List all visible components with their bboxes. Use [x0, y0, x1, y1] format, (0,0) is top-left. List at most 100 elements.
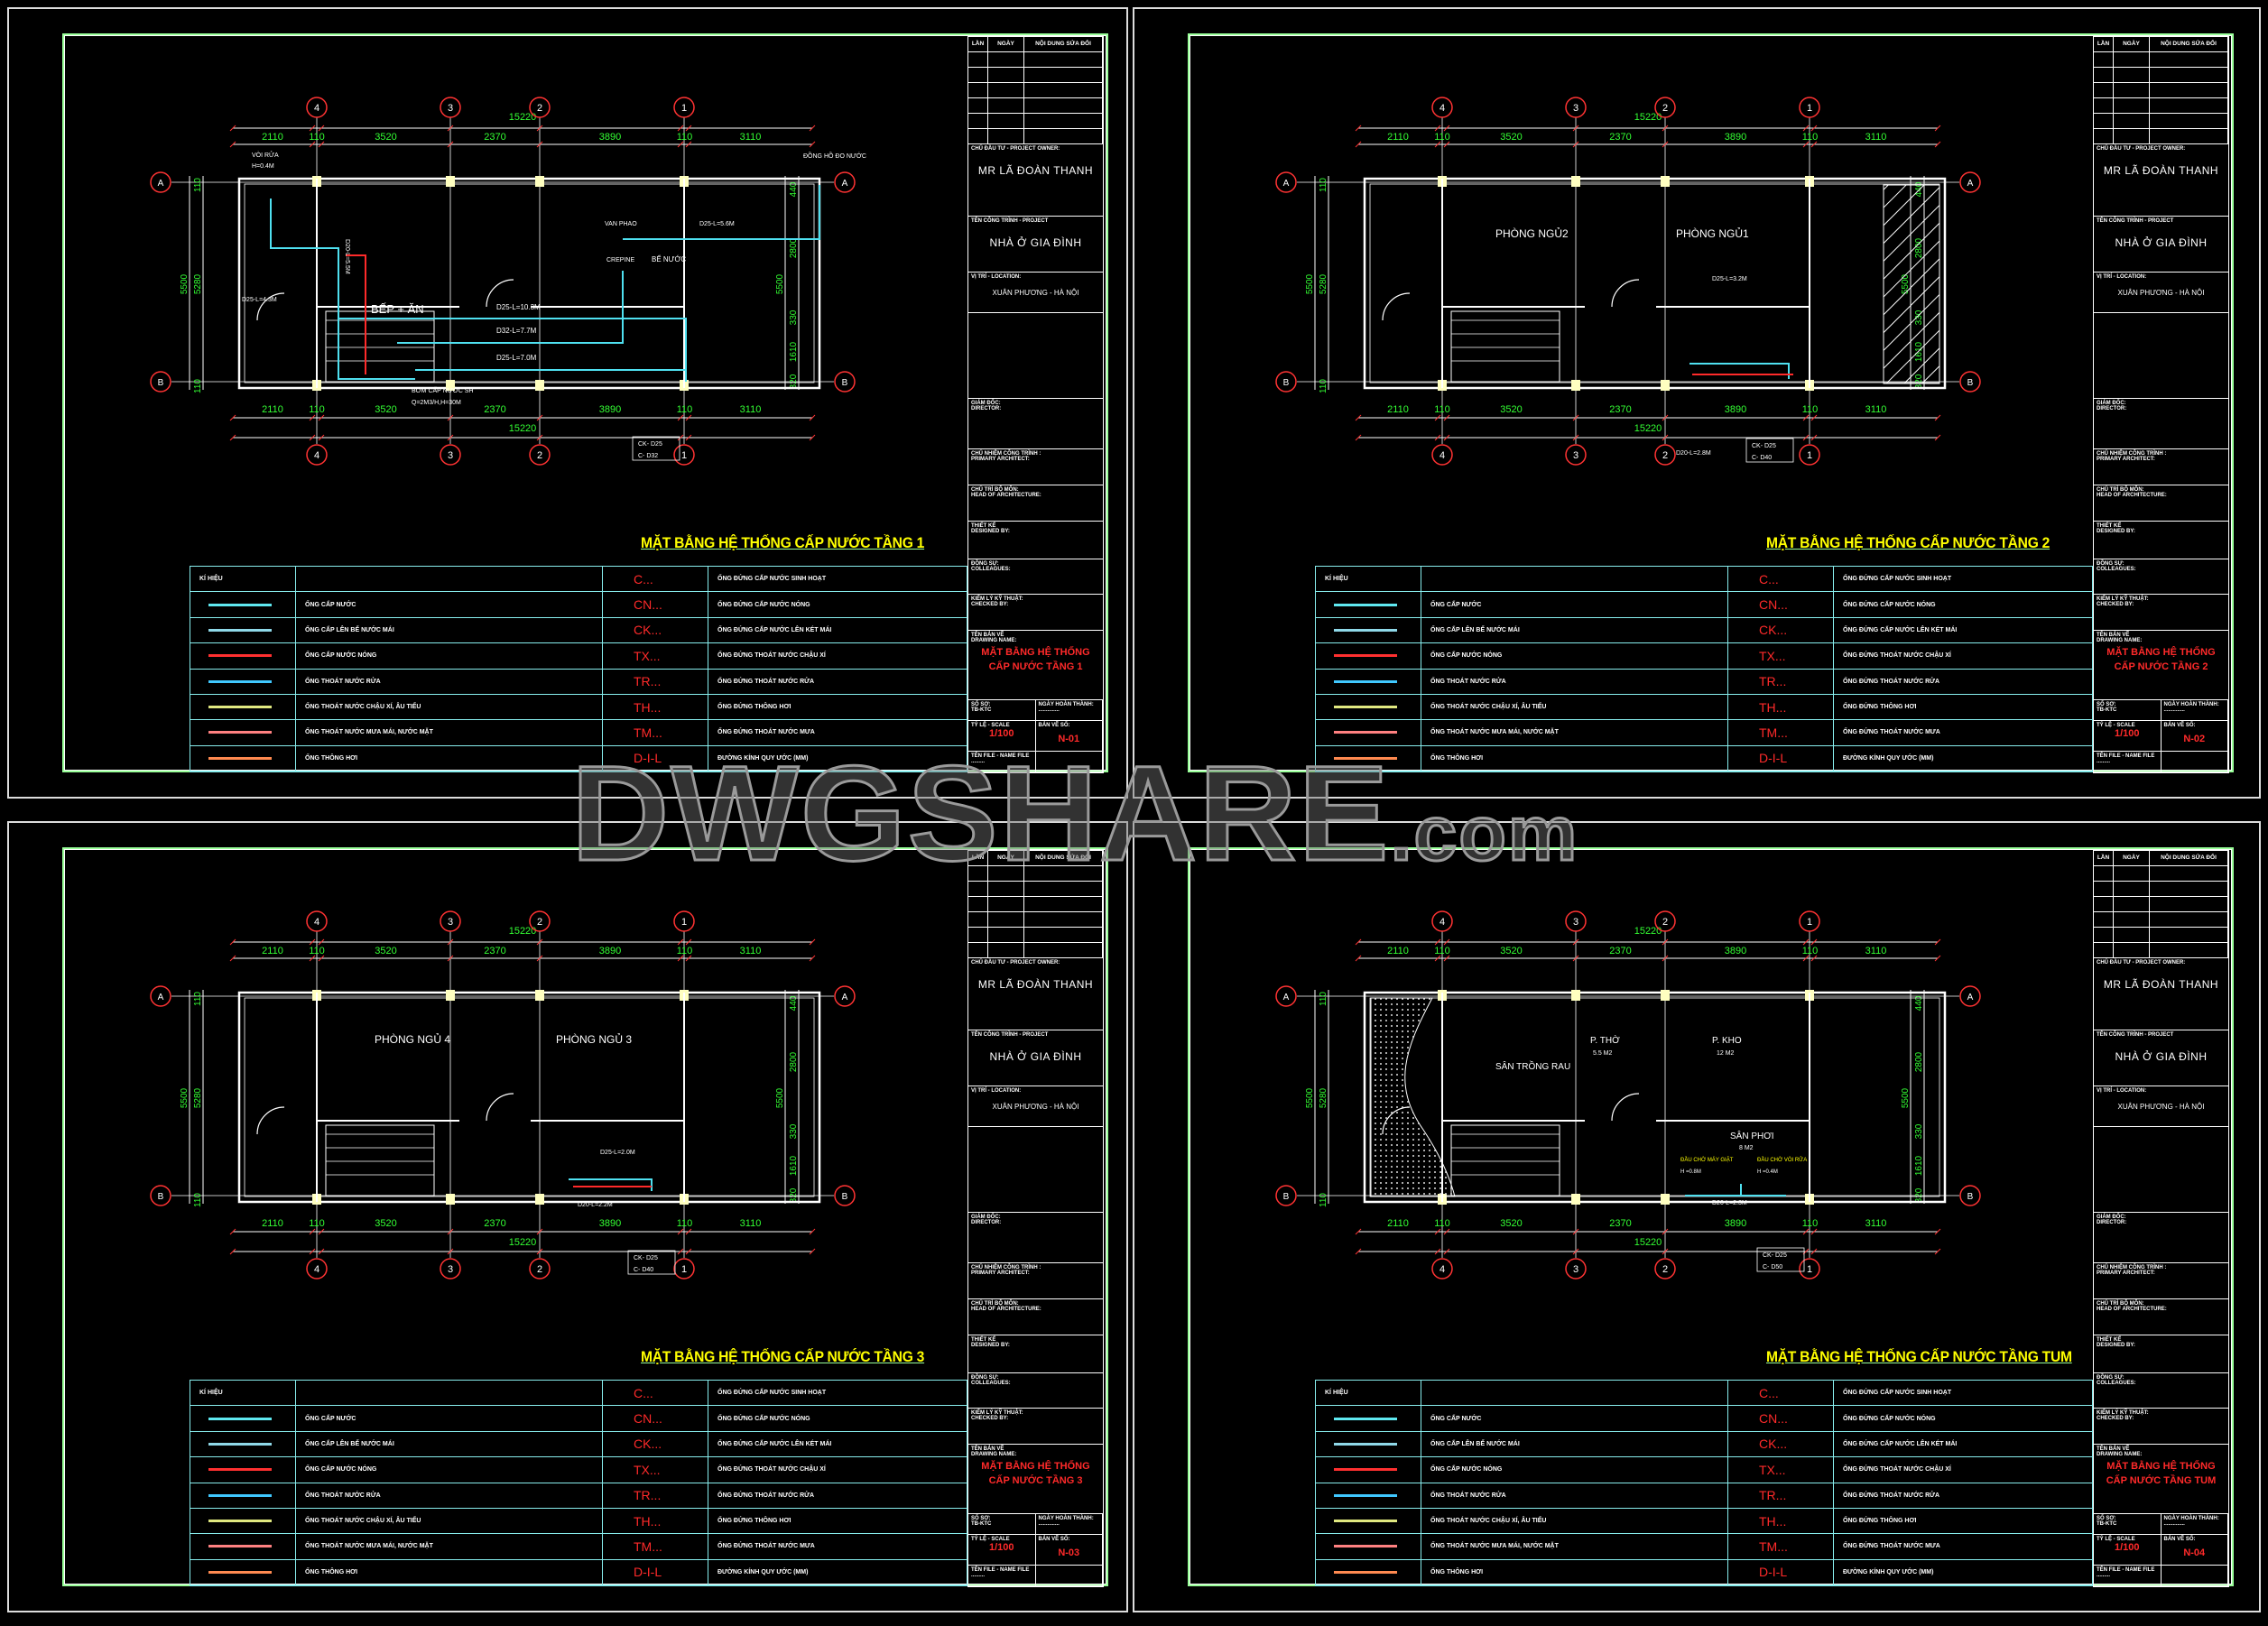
dimension-segment: 110	[309, 404, 325, 415]
field-label: ĐỒNG SỰ:	[971, 1374, 999, 1381]
revision-row	[968, 52, 1103, 68]
dimension-tick	[1572, 141, 1579, 148]
grid-bubble-label: 4	[314, 103, 319, 114]
dimension-tick	[1572, 1248, 1579, 1255]
column	[535, 990, 544, 1001]
grid-bubble-label: 1	[681, 103, 687, 114]
legend-code-description: ỐNG ĐỨNG THOÁT NƯỚC RỬA	[1834, 669, 2094, 695]
dimension-tick	[677, 141, 684, 148]
dimension-tick	[677, 938, 684, 946]
plan-label: D25-L=4.3M	[242, 297, 277, 303]
dimension-tick	[309, 1248, 316, 1255]
legend-line-swatch	[1334, 1493, 1397, 1497]
legend-code: TR...	[603, 1483, 708, 1509]
grid-bubble: 2	[1654, 97, 1676, 118]
interior-walls	[1382, 993, 1810, 1202]
dimension-segment: 110	[677, 1218, 693, 1229]
dimension-tick	[1443, 1228, 1450, 1235]
legend-description-text: ỐNG THÔNG HƠI	[305, 754, 358, 762]
dimension-tick	[809, 955, 816, 962]
legend-code-description: ỐNG ĐỨNG THOÁT NƯỚC MƯA	[1834, 720, 2094, 746]
grid-bubble-label: 3	[1573, 1264, 1578, 1275]
legend-description	[1421, 567, 1728, 593]
field-label: CHỦ TRÌ BỘ MÔN:	[2097, 1300, 2144, 1307]
grid-bubble-label: A	[1283, 179, 1290, 189]
grid-bubble: A	[834, 171, 856, 193]
interior-walls	[1382, 179, 1810, 388]
dimension-segment: 110	[1434, 132, 1450, 143]
legend-line-swatch	[1334, 628, 1397, 632]
legend-description: ỐNG CẤP NƯỚC NÓNG	[296, 1457, 603, 1483]
dimension-tick	[1443, 434, 1450, 441]
legend-description: ỐNG CẤP NƯỚC NÓNG	[1421, 643, 1728, 670]
plan-title: MẶT BẰNG HỆ THỐNG CẤP NƯỚC TẦNG 1	[641, 534, 925, 551]
revision-row	[2094, 128, 2228, 144]
field-label: GIÁM ĐỐC:	[2097, 401, 2126, 406]
dimension-vertical: 330	[789, 309, 799, 325]
dimension-tick	[1662, 141, 1669, 148]
grid-bubble: 1	[1799, 910, 1820, 932]
legend-code: CK...	[1728, 617, 1834, 644]
legend-description	[296, 1381, 603, 1407]
legend-description-text: ỐNG CẤP NƯỚC NÓNG	[1430, 1466, 1503, 1474]
grid-bubble-label: A	[1283, 993, 1290, 1002]
legend-description-text: ỐNG CẤP LÊN BỂ NƯỚC MÁI	[305, 626, 394, 633]
revision-row	[2094, 97, 2228, 114]
legend-description: ỐNG THOÁT NƯỚC CHẬU XÍ, ÂU TIỂU	[296, 1508, 603, 1535]
legend-description: ỐNG THÔNG HƠI	[296, 745, 603, 771]
column	[446, 990, 455, 1001]
dimension-tick	[229, 938, 236, 946]
legend-code: TR...	[1728, 669, 1834, 695]
legend-code-description-text: ỐNG ĐỨNG CẤP NƯỚC LÊN KÉT MÁI	[1843, 1440, 1958, 1447]
legend-line-swatch	[208, 1520, 272, 1523]
dimension-segment: 110	[1802, 404, 1819, 415]
column	[1571, 1194, 1580, 1205]
dimension-tick	[685, 414, 692, 421]
legend-code-text: TH...	[634, 1513, 662, 1529]
dimension-tick	[1934, 125, 1941, 132]
dimension-tick	[1434, 125, 1441, 132]
dimension-tick	[1802, 434, 1810, 441]
legend-code-description: ỐNG ĐỨNG THÔNG HƠI	[708, 1508, 968, 1535]
field-label: CHỦ NHIỆM CÔNG TRÌNH :	[2097, 450, 2167, 457]
dimension-segment: 2110	[262, 404, 283, 415]
file-name-label: TÊN FILE - NAME FILE	[2097, 753, 2155, 760]
location-field: VỊ TRÍ - LOCATION:XUÂN PHƯƠNG - HÀ NỘI	[968, 1086, 1103, 1128]
dimension-vertical: 5500	[775, 1087, 785, 1108]
dimension-segment: 3890	[599, 132, 621, 143]
grid-bubble-label: 1	[681, 1264, 687, 1275]
column	[1661, 380, 1670, 391]
dimension-tick	[1810, 1248, 1818, 1255]
revision-row	[2094, 896, 2228, 912]
grid-bubble-label: 4	[314, 1264, 319, 1275]
dimension-tick	[1810, 955, 1818, 962]
scale-value: 1/100	[2114, 1541, 2140, 1553]
legend-code-text: TH...	[634, 699, 662, 715]
plan-label: D25-L=2.0M	[600, 1150, 635, 1156]
dimension-tick	[1434, 141, 1441, 148]
plan-label: ĐỒNG HỒ ĐO NƯỚC	[803, 151, 866, 160]
owner-label: CHỦ ĐẦU TƯ - PROJECT OWNER:	[2097, 145, 2186, 152]
legend-description-text: ỐNG THOÁT NƯỚC RỬA	[305, 1492, 381, 1499]
dimension-segment: 2370	[1609, 404, 1631, 415]
dimension-tick	[1662, 938, 1669, 946]
grid-bubble: 1	[673, 97, 695, 118]
dimension-vertical: 110	[193, 992, 203, 1006]
scale-label: TỶ LỆ - SCALE	[2097, 722, 2135, 728]
sheet-no-label: BẢN VẼ SỐ:	[1038, 1536, 1070, 1542]
rev-no-header: LẦN	[968, 851, 988, 865]
legend-code-description-text: ỐNG ĐỨNG CẤP NƯỚC LÊN KÉT MÁI	[717, 626, 832, 633]
legend-symbol	[1316, 745, 1421, 771]
date-label: NGÀY HOÀN THÀNH:	[1038, 1516, 1094, 1522]
dimension-segment: 3110	[1865, 946, 1887, 956]
column	[446, 380, 455, 391]
grid-bubble: 2	[529, 97, 551, 118]
grid-bubble: 4	[1431, 1258, 1453, 1280]
legend-line-swatch	[1334, 756, 1397, 760]
legend-symbol	[1316, 1406, 1421, 1432]
signature-field: CHỦ NHIỆM CÔNG TRÌNH :PRIMARY ARCHITECT:	[968, 449, 1103, 485]
